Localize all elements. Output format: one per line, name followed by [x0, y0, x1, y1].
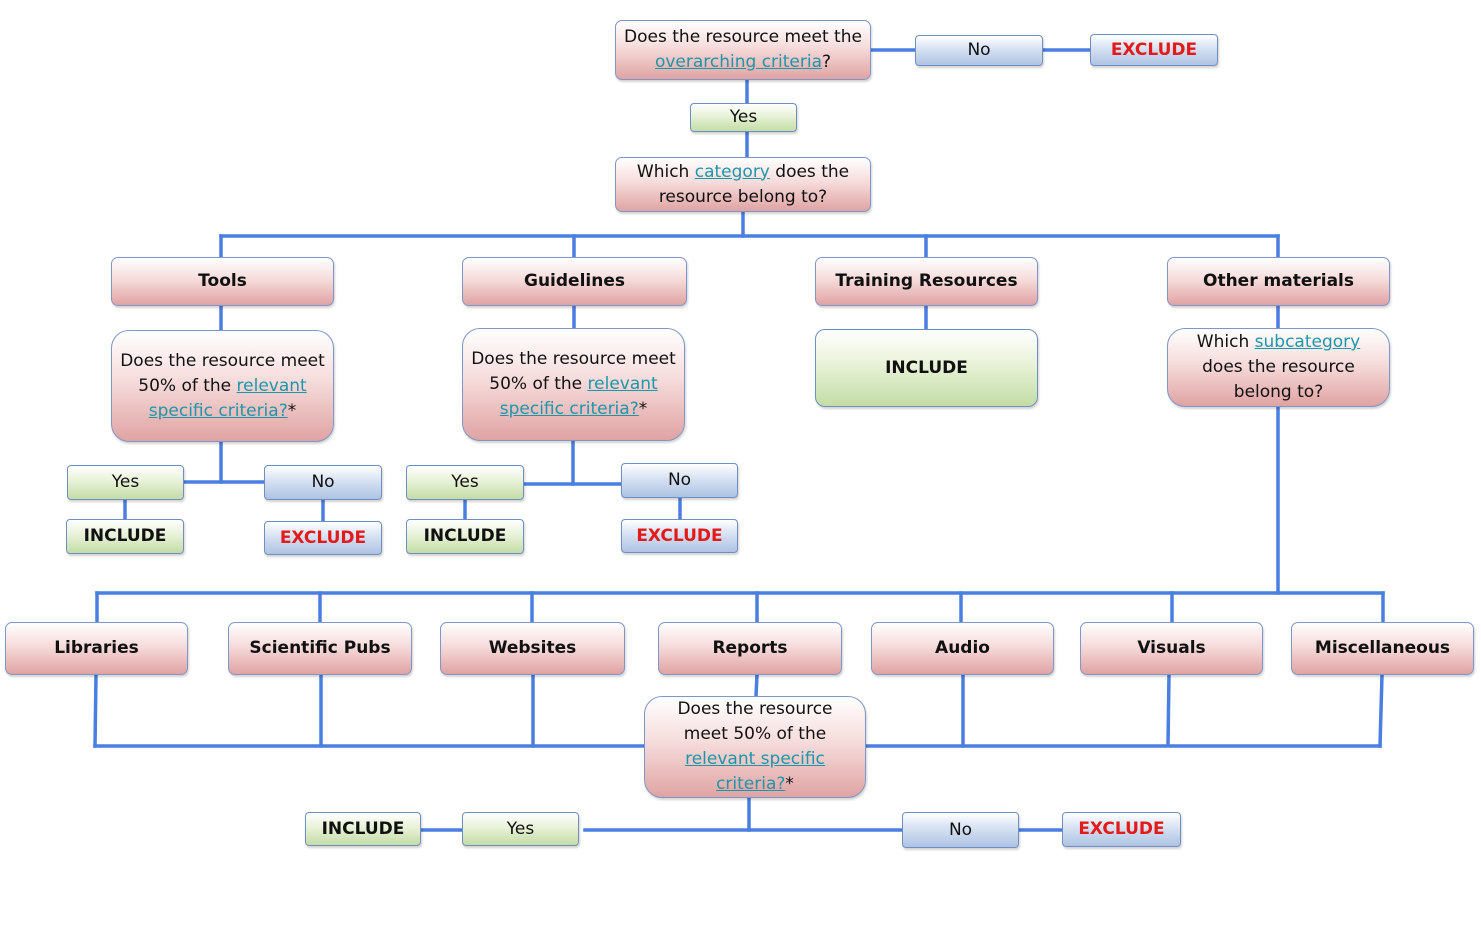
subcategory-reports: Reports — [658, 622, 842, 675]
subcategory-libraries: Libraries — [5, 622, 188, 675]
guidelines-specific-criteria-question: Does the resource meet 50% of the releva… — [462, 328, 685, 441]
category-training-resources: Training Resources — [815, 257, 1038, 306]
category-link[interactable]: category — [694, 161, 770, 182]
tools-specific-criteria-question: Does the resource meet 50% of the releva… — [111, 330, 334, 442]
tools-yes-box: Yes — [67, 465, 184, 500]
category-tools: Tools — [111, 257, 334, 306]
other-specific-criteria-link[interactable]: relevant specific criteria? — [685, 749, 825, 794]
top-yes-box: Yes — [690, 103, 797, 132]
category-guidelines: Guidelines — [462, 257, 687, 306]
tools-specific-criteria-link[interactable]: relevant specific criteria? — [148, 375, 307, 421]
bottom-no-box: No — [902, 812, 1019, 848]
category-other-materials: Other materials — [1167, 257, 1390, 306]
overarching-criteria-link[interactable]: overarching criteria — [654, 52, 823, 72]
guidelines-specific-criteria-link[interactable]: relevant specific criteria? — [499, 374, 658, 419]
guidelines-yes-box: Yes — [406, 465, 524, 500]
guidelines-no-box: No — [621, 463, 738, 498]
subcategory-link[interactable]: subcategory — [1254, 332, 1361, 352]
subcategory-audio: Audio — [871, 622, 1054, 675]
subcategory-question: Which subcategory does the resource belo… — [1167, 328, 1390, 407]
subcategory-websites: Websites — [440, 622, 625, 675]
tools-exclude-box: EXCLUDE — [264, 521, 382, 555]
category-question: Which category does the resource belong … — [615, 157, 871, 212]
subcategory-miscellaneous: Miscellaneous — [1291, 622, 1474, 675]
other-specific-criteria-question: Does the resource meet 50% of the releva… — [644, 696, 866, 798]
guidelines-include-box: INCLUDE — [406, 519, 524, 554]
subcategory-scientific-pubs: Scientific Pubs — [228, 622, 412, 675]
top-no-box: No — [915, 35, 1043, 66]
training-include-box: INCLUDE — [815, 329, 1038, 407]
tools-include-box: INCLUDE — [66, 519, 184, 554]
subcategory-visuals: Visuals — [1080, 622, 1263, 675]
tools-no-box: No — [264, 465, 382, 500]
bottom-yes-box: Yes — [462, 812, 579, 846]
guidelines-exclude-box: EXCLUDE — [621, 519, 738, 553]
bottom-include-box: INCLUDE — [305, 812, 421, 846]
bottom-exclude-box: EXCLUDE — [1062, 812, 1181, 847]
top-exclude-box: EXCLUDE — [1090, 34, 1218, 66]
overarching-criteria-question: Does the resource meet the overarching c… — [615, 20, 871, 80]
